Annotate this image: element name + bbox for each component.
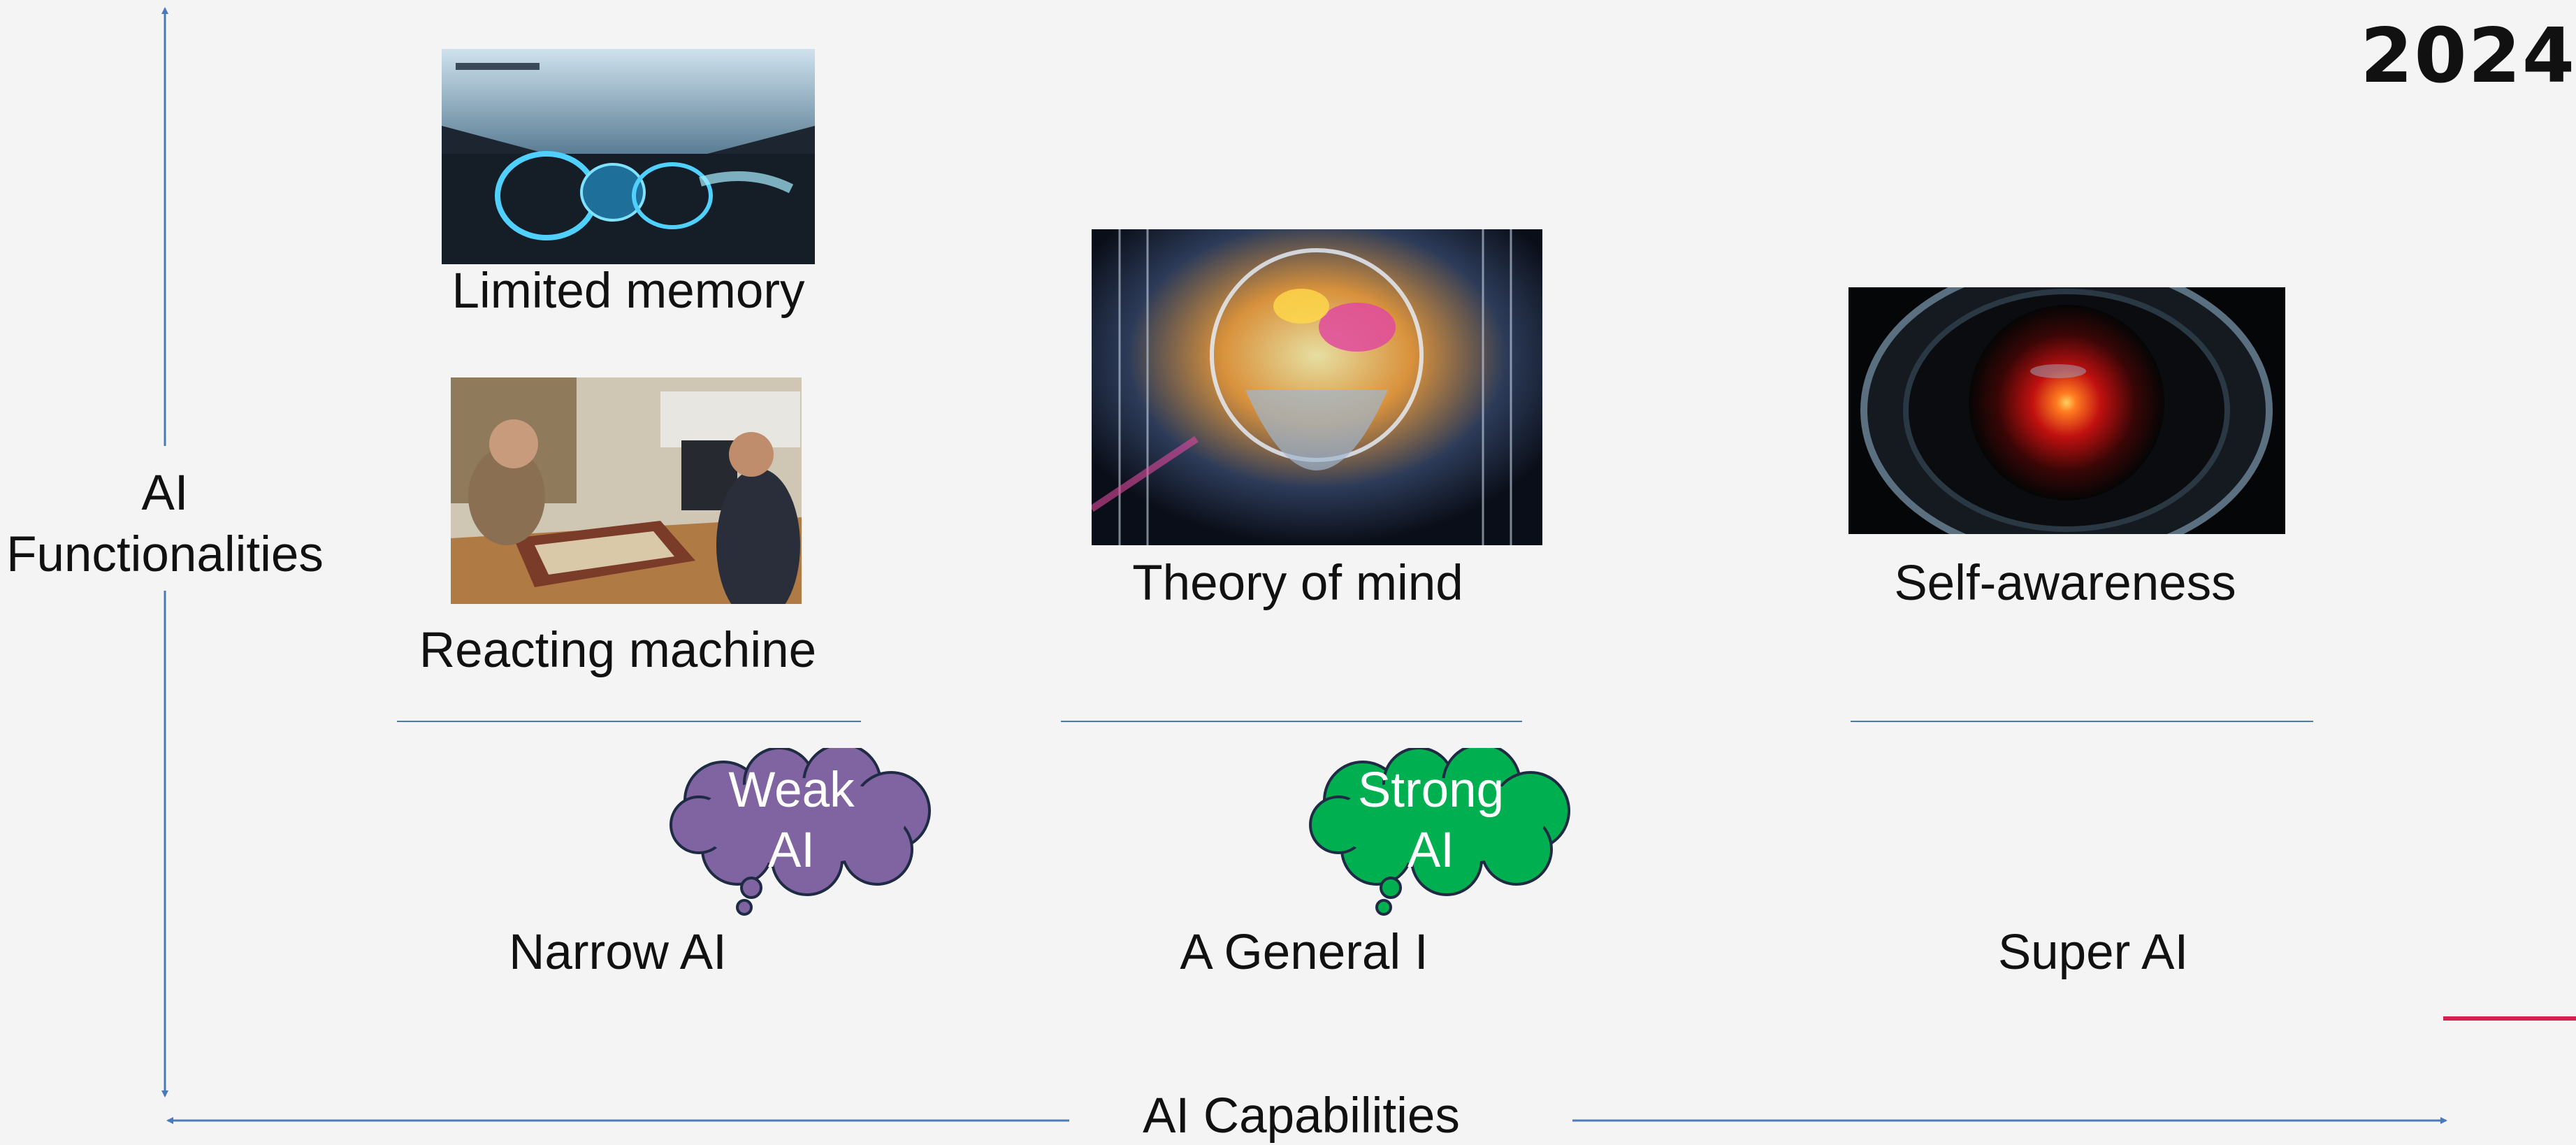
self-awareness-label: Self-awareness: [1894, 556, 2236, 611]
y-axis-label-line2: Functionalities: [6, 527, 324, 582]
self-driving-car-image: [442, 49, 815, 264]
strong-ai-text: Strong AI: [1357, 763, 1505, 878]
x-axis-label: AI Capabilities: [1143, 1088, 1460, 1144]
general-ai-label: A General I: [1180, 925, 1428, 980]
narrow-ai-label: Narrow AI: [509, 925, 727, 980]
reacting-machine-label: Reacting machine: [419, 623, 817, 678]
limited-memory-label: Limited memory: [451, 264, 805, 319]
chess-match-image: [451, 377, 802, 604]
super-ai-label: Super AI: [1997, 925, 2189, 980]
y-axis-label: AI Functionalities: [6, 463, 324, 586]
theory-of-mind-label: Theory of mind: [1132, 556, 1463, 611]
red-eye-image: [1848, 287, 2285, 534]
strong-ai-cloud: [1309, 748, 1570, 916]
brain-head-image: [1092, 229, 1542, 545]
weak-ai-text: Weak AI: [728, 763, 855, 878]
y-axis-label-line1: AI: [141, 466, 189, 521]
weak-ai-cloud: [670, 748, 931, 916]
summit-year: 2024: [2360, 13, 2576, 100]
